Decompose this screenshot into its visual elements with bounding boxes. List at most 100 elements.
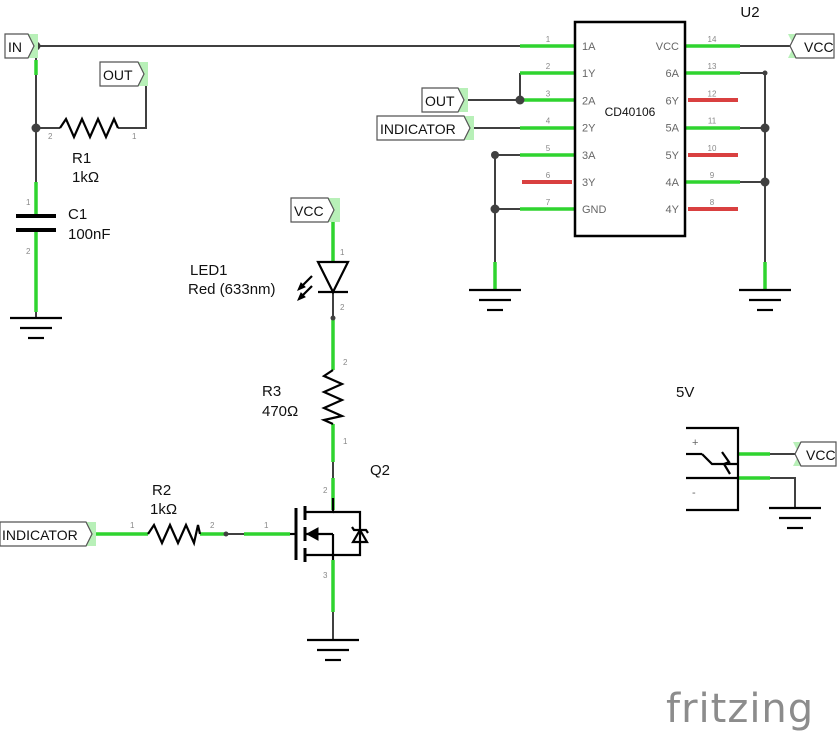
- r1-resistor[interactable]: 2 1 R1 1kΩ: [48, 116, 137, 186]
- r3-resistor[interactable]: 2 1 R3 470Ω: [262, 358, 348, 446]
- c1-ref-label: C1: [68, 206, 87, 223]
- u2-pin-number: 6: [546, 171, 551, 180]
- led1-triangle[interactable]: [316, 260, 350, 295]
- u2-pin-number: 7: [546, 198, 551, 207]
- r2-zigzag[interactable]: [147, 522, 202, 547]
- q2-zener-bar: [351, 526, 369, 534]
- q2-source-link: [305, 553, 335, 560]
- net-indicator-u2-text: INDICATOR: [380, 121, 456, 137]
- fritzing-brand: fritzing: [666, 686, 814, 732]
- net-indicator-r2-box[interactable]: [0, 521, 93, 547]
- r2-pin-1-number: 1: [130, 521, 135, 530]
- net-vcc-led-text: VCC: [294, 203, 324, 219]
- net-label-in[interactable]: IN: [4, 33, 38, 59]
- q2-body-arrow: [305, 527, 319, 541]
- net-label-vcc-u2[interactable]: VCC: [788, 33, 835, 59]
- u2-ref-label: U2: [740, 4, 759, 21]
- net-label-out-r1[interactable]: OUT: [99, 61, 148, 87]
- u2-pin-name: 6A: [666, 68, 680, 80]
- pin-stubs-unconnected: [522, 98, 738, 211]
- r3-zigzag[interactable]: [320, 369, 346, 426]
- ground-supply[interactable]: [769, 506, 821, 530]
- u2-pin-number: 3: [546, 89, 551, 98]
- q2-mosfet[interactable]: 1 2 3 Q2: [264, 462, 390, 580]
- led1-arrowhead-1: [297, 282, 306, 291]
- net-vcc-led-box[interactable]: [290, 197, 335, 223]
- c1-capacitor[interactable]: 1 2 C1 100nF: [16, 198, 111, 256]
- u2-pin-number: 13: [708, 62, 717, 71]
- net-label-out-u2[interactable]: OUT: [421, 87, 468, 113]
- net-vcc-u2-box[interactable]: [789, 33, 835, 59]
- u2-pin-number: 12: [708, 89, 717, 98]
- supply-body[interactable]: [686, 426, 740, 512]
- supply-plus-mark: +: [692, 437, 698, 449]
- r3-pin-1-number: 1: [343, 437, 348, 446]
- u2-pin-name: 1A: [582, 41, 596, 53]
- net-label-vcc-led[interactable]: VCC: [290, 197, 340, 223]
- net-in-box[interactable]: [4, 33, 35, 59]
- r2-pin-2-number: 2: [210, 521, 215, 530]
- supply-plus-contact: [701, 453, 738, 466]
- ground-q2[interactable]: [307, 638, 359, 662]
- r2-resistor[interactable]: 1 2 R2 1kΩ: [130, 482, 215, 547]
- c1-pin-1-number: 1: [26, 198, 31, 207]
- u2-pin-number: 2: [546, 62, 551, 71]
- net-out-r1-box[interactable]: [99, 61, 145, 87]
- r1-zigzag[interactable]: [59, 116, 120, 140]
- junction-r2-q2: [223, 531, 229, 537]
- q2-zener-triangle: [351, 527, 369, 544]
- r1-ref-label: R1: [72, 150, 91, 167]
- r1-pin-1-number: 1: [132, 132, 137, 141]
- r2-value-label: 1kΩ: [150, 501, 177, 518]
- q2-pin-3-number: 3: [323, 571, 328, 580]
- u2-body[interactable]: [573, 20, 687, 238]
- wire-r1-to-out[interactable]: [118, 78, 147, 129]
- u2-pin-name: 1Y: [582, 68, 596, 80]
- u2-pin-number: 11: [708, 117, 717, 126]
- net-indicator-u2-box[interactable]: [376, 115, 471, 141]
- junction-gnd-left: [490, 204, 500, 214]
- q2-pin-2-number: 2: [323, 486, 328, 495]
- supply-minus-mark: -: [692, 487, 696, 499]
- net-vcc-supply-box[interactable]: [794, 441, 837, 467]
- wire-u2-3a-to-gnd[interactable]: [494, 154, 520, 290]
- net-label-vcc-supply[interactable]: VCC: [793, 441, 837, 467]
- led1-diode[interactable]: 1 2 LED1 Red (633nm): [188, 248, 350, 312]
- supply-5v[interactable]: + - 5V: [676, 384, 740, 512]
- u2-pin-number: 8: [710, 198, 715, 207]
- q2-drain-link: [305, 498, 335, 514]
- net-label-indicator-u2[interactable]: INDICATOR: [376, 115, 474, 141]
- net-in-text: IN: [8, 39, 22, 55]
- net-out-u2-box[interactable]: [421, 87, 465, 113]
- u2-pin-name: 2Y: [582, 123, 596, 135]
- junction-4a: [760, 177, 770, 187]
- wire-supply-minus[interactable]: [740, 477, 796, 508]
- junction-r1: [31, 123, 41, 133]
- u2-pin-name: 3Y: [582, 177, 596, 189]
- u2-pin-number: 9: [710, 171, 715, 180]
- junction-6a: [762, 70, 768, 76]
- q2-diode-frame: [333, 510, 362, 557]
- u2-pin-name: VCC: [656, 41, 679, 53]
- u2-pin-name: 5Y: [666, 150, 680, 162]
- led1-pin-1-number: 1: [340, 248, 345, 257]
- u2-pin-name: GND: [582, 204, 607, 216]
- u2-pin-number: 1: [546, 35, 551, 44]
- led1-arrowhead-2: [297, 292, 306, 301]
- ground-u2-left[interactable]: [469, 288, 521, 312]
- ground-c1[interactable]: [10, 316, 62, 340]
- led1-ref-label: LED1: [190, 262, 228, 279]
- junction-out-u2: [515, 95, 525, 105]
- net-vcc-supply-text: VCC: [806, 447, 836, 463]
- u2-pin-number: 5: [546, 144, 551, 153]
- u2-pin-number: 10: [708, 144, 717, 153]
- ground-u2-right[interactable]: [739, 288, 791, 312]
- net-label-indicator-r2[interactable]: INDICATOR: [0, 521, 96, 547]
- u2-pin-name: 5A: [666, 123, 680, 135]
- r3-ref-label: R3: [262, 383, 281, 400]
- u2-pin-number: 4: [546, 117, 551, 126]
- r3-value-label: 470Ω: [262, 403, 298, 420]
